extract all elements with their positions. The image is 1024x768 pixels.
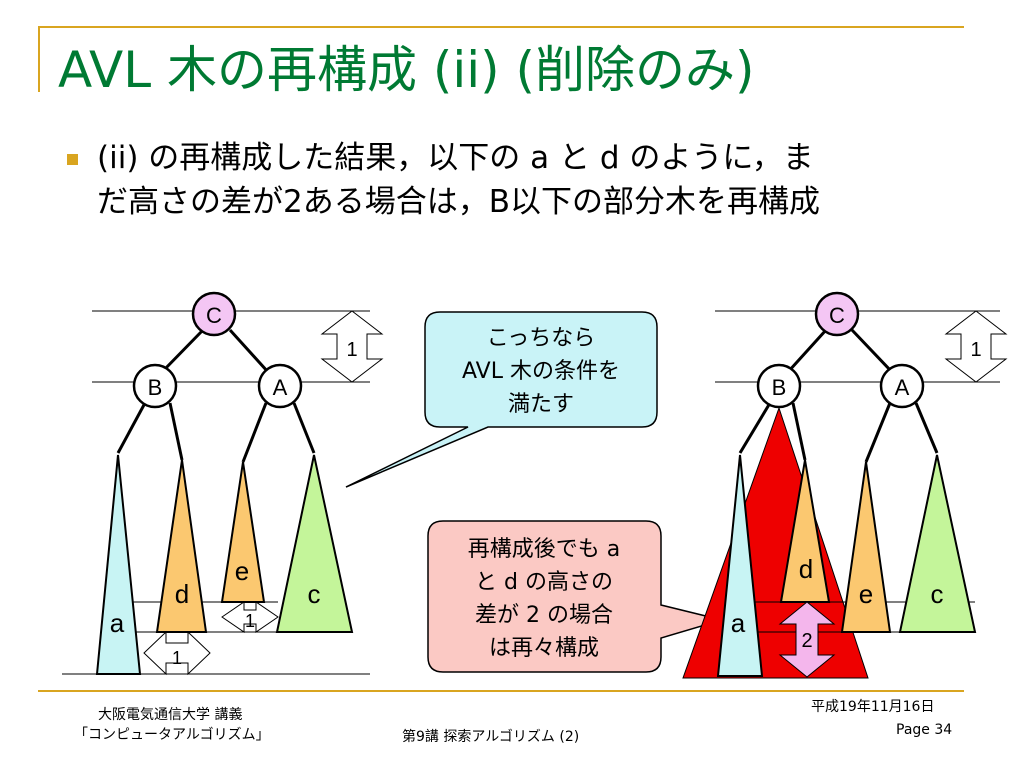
- left-edge-a-e: [241, 402, 268, 463]
- left-subtree-a: [95, 454, 142, 675]
- callout-blue-line-3: 満たす: [508, 392, 574, 417]
- left-node-b: [132, 363, 178, 409]
- right-label-a: a: [731, 608, 746, 638]
- right-node-c: [814, 291, 860, 337]
- right-node-b: [756, 363, 802, 409]
- left-height-arrow-de: [221, 601, 279, 633]
- bullet-text-line-1: (ii) の再構成した結果，以下の a と d のように，ま: [97, 140, 814, 176]
- bullet-text: (ii) の再構成した結果，以下の a と d のように，ま だ高さの差が2ある…: [97, 136, 977, 224]
- left-subtree-d: [155, 459, 208, 633]
- right-height-arrow-top: [944, 310, 1008, 383]
- left-height-arrow-top: [320, 310, 384, 383]
- left-node-c-label: C: [206, 303, 222, 328]
- left-tree: a d e c C B A 1 1 1: [62, 291, 384, 676]
- callout-pink-line-2: と d の高さの: [475, 570, 613, 595]
- footer-rule: [38, 690, 964, 692]
- callout-pink-line-4: は再々構成: [489, 636, 599, 661]
- right-height-top-label: 1: [970, 339, 981, 361]
- left-height-top-label: 1: [346, 339, 357, 361]
- right-subtree-e: [840, 461, 892, 633]
- right-node-a-label: A: [895, 375, 910, 400]
- footer-org-line-1: 大阪電気通信大学 講義: [98, 707, 243, 723]
- footer-page-number: Page 34: [896, 722, 953, 738]
- left-label-e: e: [235, 556, 249, 586]
- left-node-b-label: B: [148, 375, 163, 400]
- callout-blue-line-2: AVL 木の条件を: [462, 359, 620, 384]
- right-label-c: c: [931, 579, 944, 609]
- left-label-d: d: [175, 579, 189, 609]
- right-subtree-b-red: [682, 406, 869, 679]
- title-side-bar: [38, 26, 40, 92]
- left-label-c: c: [308, 579, 321, 609]
- right-edge-c-b: [786, 328, 828, 374]
- left-edge-c-b: [160, 328, 205, 374]
- bullet-text-line-2: だ高さの差が2ある場合は，B以下の部分木を再構成: [97, 184, 820, 220]
- right-node-b-label: B: [772, 375, 787, 400]
- left-height-ad-label: 1: [172, 648, 182, 668]
- right-label-e: e: [859, 579, 873, 609]
- left-height-arrow-ad: [143, 630, 211, 676]
- callout-pink: 再構成後でも a と d の高さの 差が 2 の場合 は再々構成: [427, 520, 725, 673]
- bullet-square-icon: [67, 154, 78, 165]
- right-subtree-c: [898, 454, 977, 633]
- callout-blue: こっちなら AVL 木の条件を 満たす: [345, 311, 658, 488]
- left-node-a-label: A: [273, 375, 288, 400]
- left-label-a: a: [110, 608, 125, 638]
- left-subtree-c: [275, 454, 354, 633]
- left-subtree-e: [220, 461, 266, 603]
- callout-blue-line-1: こっちなら: [487, 326, 595, 351]
- top-rule: [38, 26, 964, 28]
- right-edge-a-c: [914, 402, 939, 454]
- left-node-c: [191, 291, 237, 337]
- callout-pink-line-3: 差が 2 の場合: [475, 603, 613, 628]
- right-node-a: [879, 363, 925, 409]
- right-edge-c-a: [850, 328, 894, 374]
- right-edge-b-d: [791, 402, 807, 461]
- left-height-de-label: 1: [245, 611, 255, 631]
- right-subtree-a: [716, 454, 764, 677]
- right-edge-b-a: [738, 402, 772, 454]
- left-edge-b-d: [168, 402, 184, 461]
- left-edge-c-a: [228, 328, 270, 374]
- right-tree: a d e c C B A 1 2: [682, 291, 1008, 679]
- right-subtree-d: [779, 459, 831, 603]
- footer-lecture: 第9講 探索アルゴリズム (2): [402, 729, 580, 745]
- footer-date: 平成19年11月16日: [811, 699, 935, 715]
- right-node-c-label: C: [829, 303, 845, 328]
- footer-org-line-2: 「コンピュータアルゴリズム」: [74, 727, 270, 743]
- right-height-ad-label: 2: [801, 630, 812, 652]
- left-edge-a-c: [292, 402, 316, 454]
- right-height-arrow-ad: [778, 601, 836, 678]
- left-node-a: [257, 363, 303, 409]
- slide-title: AVL 木の再構成 (ii) (削除のみ): [58, 41, 755, 99]
- right-edge-a-e: [864, 402, 892, 463]
- left-edge-b-a: [116, 402, 147, 454]
- right-label-d: d: [799, 554, 813, 584]
- callout-pink-line-1: 再構成後でも a: [468, 537, 620, 562]
